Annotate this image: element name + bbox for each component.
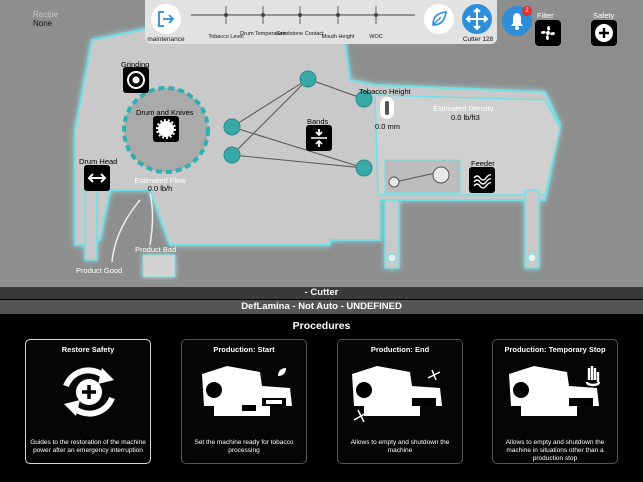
feeder-label: Feeder — [471, 159, 495, 168]
drum-head-button[interactable] — [84, 165, 110, 191]
cutter-button[interactable] — [462, 4, 492, 34]
procedure-card-title: Production: End — [370, 345, 430, 354]
procedures-title: Procedures — [292, 320, 351, 332]
recipe-value: None — [33, 19, 53, 28]
estimated-density-label: Estimated Density — [433, 104, 494, 113]
compress-icon — [311, 129, 327, 147]
estimated-flow-value: 0.0 lb/h — [147, 184, 173, 193]
procedure-card-title: Production: Temporary Stop — [504, 345, 606, 354]
product-good-label: Product Good — [76, 266, 123, 275]
grinding-label: Grinding — [121, 60, 150, 69]
machine-thumbnail-icon — [202, 366, 292, 416]
bell-icon — [511, 13, 523, 30]
top-toolbar: maintenance Tobacco Level Drum Temperatu… — [145, 0, 497, 44]
product-bad-label: Product Bad — [135, 245, 177, 254]
bands-label: Bands — [307, 117, 329, 126]
estimated-density-value: 0.0 lb/ft3 — [451, 113, 480, 122]
leaf-icon — [432, 11, 447, 26]
gear-icon — [156, 119, 176, 139]
stage-tobacco-level[interactable]: Tobacco Level — [208, 34, 244, 40]
stage-grindstone-contact[interactable]: Grindstone Contact — [276, 31, 324, 37]
procedure-card-desc: Allows to empty and shutdown the machine… — [505, 439, 605, 462]
procedure-card-temporary-stop[interactable]: Production: Temporary Stop Allows to emp… — [492, 339, 618, 464]
maintenance-button[interactable] — [151, 4, 181, 34]
arrows-horizontal-icon — [87, 173, 107, 183]
machine-thumbnail-icon — [509, 366, 601, 416]
procedure-card-production-end[interactable]: Production: End Allows to empty and shut… — [337, 339, 463, 464]
leaf-button[interactable] — [424, 4, 454, 34]
logout-icon — [158, 11, 175, 27]
recipe-label: Recipe — [33, 10, 58, 19]
machine-name-bar: - Cutter — [0, 287, 643, 299]
drum-knives-label: Drum and Knives — [136, 108, 194, 117]
procedure-card-desc: Set the machine ready for tobacco proces… — [194, 439, 294, 454]
drum-knives-button[interactable] — [153, 116, 179, 142]
target-icon — [127, 71, 145, 89]
pill-icon — [380, 97, 394, 119]
arrows-move-icon — [465, 7, 489, 31]
bands-button[interactable] — [306, 125, 332, 151]
machine-thumbnail-icon — [352, 366, 442, 423]
filter-button[interactable] — [535, 20, 561, 46]
stage-mouth-height[interactable]: Mouth Height — [321, 34, 355, 40]
procedure-card-desc: Allows to empty and shutdown the machine — [350, 439, 450, 454]
notification-badge: 2 — [522, 6, 532, 16]
procedure-card-restore-safety[interactable]: Restore Safety Guides to the restoration… — [25, 339, 151, 464]
stage-woc[interactable]: WOC — [369, 34, 383, 40]
filter-label: Filter — [537, 11, 554, 20]
feeder-button[interactable] — [469, 167, 495, 193]
procedure-card-production-start[interactable]: Production: Start Set the machine ready … — [181, 339, 307, 464]
grinding-button[interactable] — [123, 67, 149, 93]
maintenance-label: maintenance — [147, 36, 185, 43]
stage-timeline — [191, 6, 415, 24]
tobacco-height-button[interactable] — [374, 95, 400, 121]
refresh-icon — [63, 367, 115, 417]
procedure-card-title: Restore Safety — [61, 345, 115, 354]
cutter-label: Cutter 128 — [462, 36, 494, 43]
mode-status-bar: DefLamina - Not Auto - UNDEFINED — [0, 300, 643, 314]
fan-icon — [540, 25, 556, 41]
stage-drum-temperature[interactable]: Drum Temperature — [240, 31, 286, 37]
page-indicator — [0, 473, 643, 482]
drum-head-label: Drum Head — [79, 157, 118, 166]
plus-circle-icon — [595, 24, 613, 42]
procedure-card-title: Production: Start — [213, 345, 275, 354]
safety-label: Safety — [593, 11, 615, 20]
procedure-card-desc: Guides to the restoration of the machine… — [30, 439, 146, 454]
tobacco-height-value: 0.0 mm — [375, 122, 401, 131]
safety-button[interactable] — [591, 20, 617, 46]
estimated-flow-label: Estimated Flow — [134, 176, 186, 185]
recipe-info: Recipe None — [33, 10, 93, 28]
tobacco-height-label: Tobacco Height — [359, 87, 411, 96]
machine-view: Recipe None maintenance Tobacco Level Dr… — [0, 0, 643, 287]
wave-icon — [473, 174, 492, 189]
